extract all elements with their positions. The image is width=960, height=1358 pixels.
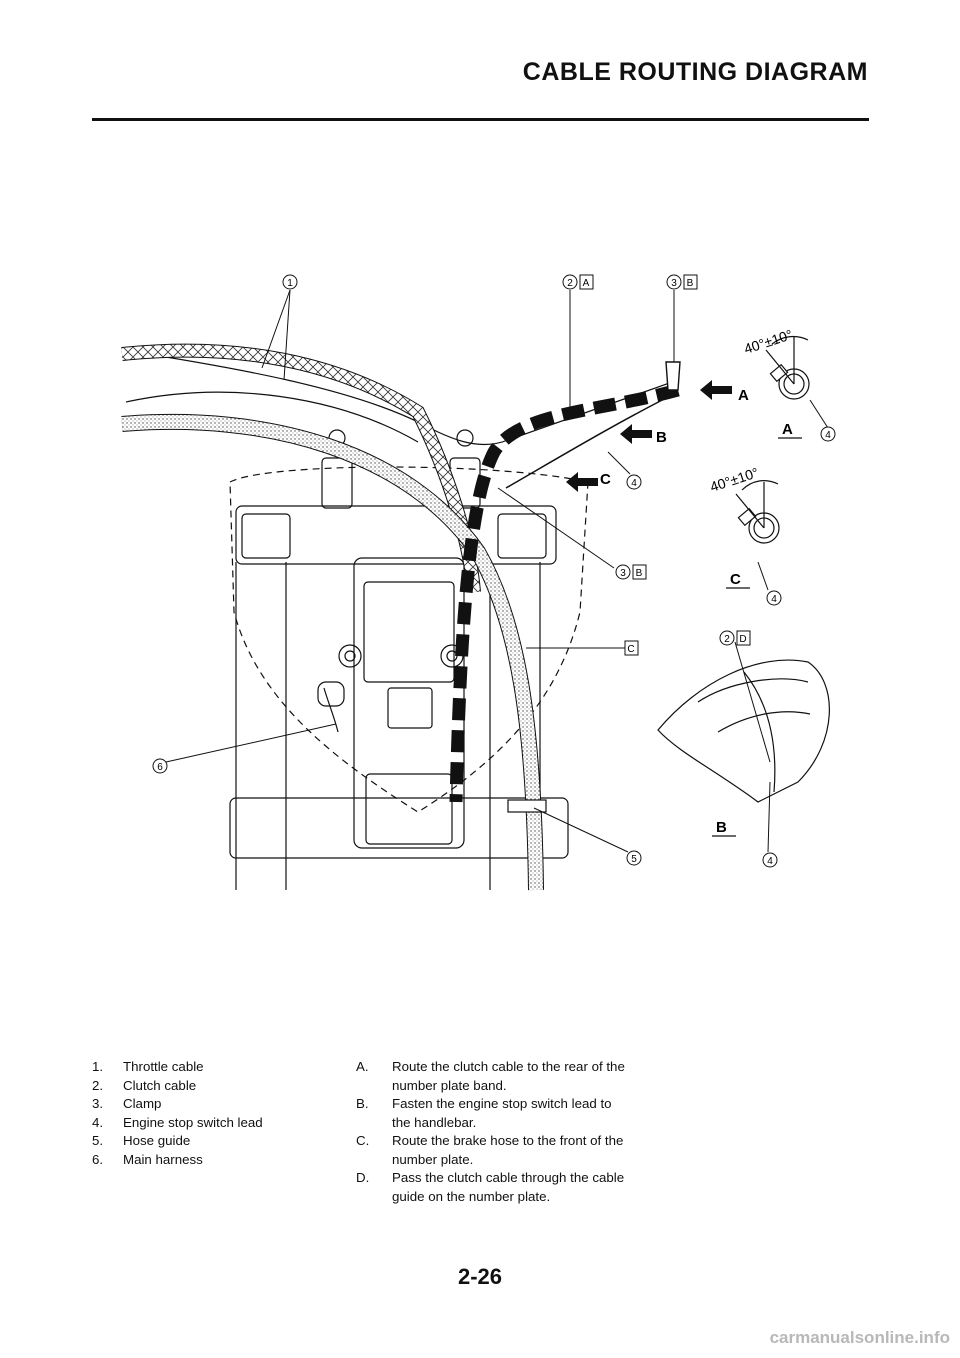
notes-legend: A.Route the clutch cable to the rear of …: [356, 1058, 626, 1206]
box-label-a: A: [583, 278, 590, 289]
box-label-b-top: B: [687, 278, 694, 289]
left-fork-leg: [235, 562, 287, 890]
callout-6: 6: [157, 762, 163, 773]
callout-4-inset-b: 4: [767, 856, 773, 867]
handlebar: [121, 349, 679, 446]
box-label-c: C: [627, 644, 634, 655]
callout-5: 5: [631, 854, 637, 865]
inset-view-a: [765, 335, 810, 400]
callout-3-top: 3: [671, 278, 677, 289]
callout-2-top: 2: [567, 278, 573, 289]
top-triple-clamp: [235, 505, 557, 565]
callout-4-inset-c: 4: [771, 594, 777, 605]
legend-note: D.Pass the clutch cable through the cabl…: [356, 1170, 625, 1204]
page-number: 2-26: [457, 1264, 503, 1289]
legend-item: 1.Throttle cable: [92, 1059, 204, 1074]
leader-lines: [165, 289, 829, 853]
title-rule: [92, 118, 869, 121]
callout-1: 1: [287, 278, 293, 289]
box-label-b-mid: B: [636, 568, 643, 579]
callout-4-main: 4: [631, 478, 637, 489]
hose-guide: [507, 799, 547, 813]
engine-stop-switch-lead: [505, 391, 679, 489]
parts-legend: 1.Throttle cable 2.Clutch cable 3.Clamp …: [92, 1058, 332, 1169]
legend-item: 6.Main harness: [92, 1151, 203, 1167]
legend-item: 4.Engine stop switch lead: [92, 1114, 263, 1130]
legend-item: 5.Hose guide: [92, 1133, 191, 1148]
callout-3-mid: 3: [620, 568, 626, 579]
inset-view-b: [657, 659, 830, 803]
callout-2-inset-b: 2: [724, 634, 730, 645]
watermark: carmanualsonline.info: [769, 1328, 950, 1347]
arrow-label-a: A: [738, 387, 749, 404]
steering-stem: [353, 557, 465, 849]
view-label-a: A: [782, 421, 793, 438]
lower-triple-clamp: [229, 797, 569, 859]
box-label-d: D: [739, 634, 746, 645]
angle-label-c: 40°±10°: [708, 464, 761, 495]
arrow-label-b: B: [656, 429, 667, 446]
inset-view-c: [735, 480, 780, 544]
legend-item: 3.Clamp: [92, 1096, 162, 1111]
clamp: [665, 361, 681, 391]
legend-note: B.Fasten the engine stop switch lead to …: [356, 1096, 612, 1130]
main-view: [121, 349, 679, 890]
page-title: CABLE ROUTING DIAGRAM: [522, 58, 868, 86]
clutch-cable: [449, 383, 680, 803]
legend-note: A.Route the clutch cable to the rear of …: [356, 1059, 625, 1093]
cable-routing-diagram: A B C 40°±10° A 40°±10° C B: [121, 274, 836, 891]
direction-arrows: [566, 380, 732, 492]
legend-note: C.Route the brake hose to the front of t…: [356, 1133, 624, 1167]
arrow-label-c: C: [600, 471, 611, 488]
view-label-c: C: [730, 571, 741, 588]
view-label-b: B: [716, 819, 727, 836]
throttle-cable: [121, 343, 481, 593]
callout-4-inset-a: 4: [825, 430, 831, 441]
legend-item: 2.Clutch cable: [92, 1077, 197, 1093]
